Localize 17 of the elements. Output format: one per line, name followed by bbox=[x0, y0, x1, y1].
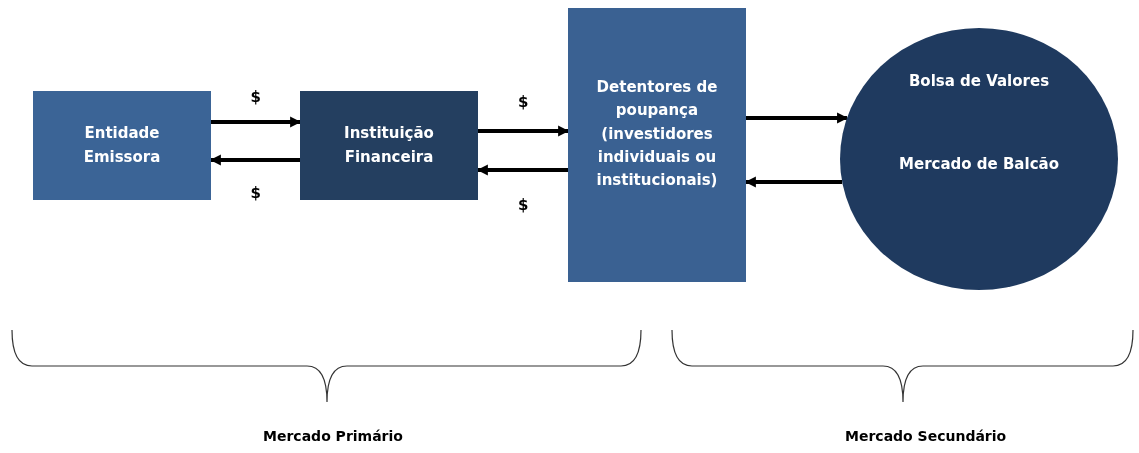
arrow bbox=[746, 112, 849, 124]
arrow bbox=[211, 116, 302, 128]
node-label: Instituição Financeira bbox=[343, 123, 435, 168]
node-label: Entidade Emissora bbox=[82, 123, 162, 168]
arrow bbox=[478, 125, 570, 137]
edge-label: $ bbox=[248, 184, 263, 202]
entity-box bbox=[300, 91, 478, 200]
group-label: Mercado Primário bbox=[262, 428, 404, 444]
entity-box bbox=[33, 91, 211, 200]
group-label: Mercado Secundário bbox=[845, 428, 1005, 444]
edge-label: $ bbox=[516, 196, 531, 214]
edge-label: $ bbox=[516, 93, 531, 111]
node-label: Mercado de Balcão bbox=[899, 154, 1059, 176]
entity-box bbox=[568, 8, 746, 282]
node-label: Bolsa de Valores bbox=[908, 71, 1050, 92]
edge-label: $ bbox=[248, 88, 263, 106]
node-label: Detentores de poupança (investidores individuais ou institucionais) bbox=[595, 77, 719, 191]
